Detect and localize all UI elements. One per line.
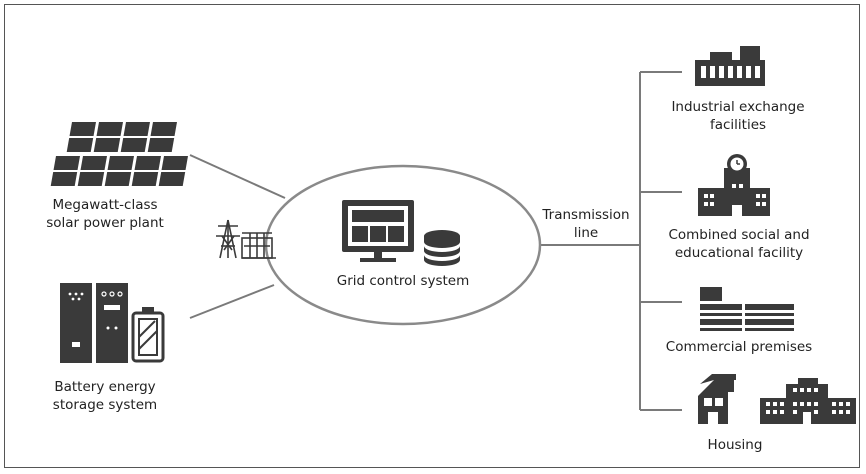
housing-label-text: Housing — [707, 437, 763, 453]
monitor-icon — [342, 200, 414, 262]
battery-label-line2: storage system — [52, 397, 158, 413]
transmission-label-line1: Transmission — [542, 207, 630, 223]
commercial-label-text: Commercial premises — [665, 339, 813, 355]
industrial-label: Industrial exchange facilities — [648, 98, 828, 134]
school-icon — [698, 154, 770, 216]
industrial-label-line2: facilities — [709, 117, 767, 133]
combined-facility-label-line2: educational facility — [674, 245, 804, 261]
solar-label: Megawatt-class solar power plant — [20, 196, 190, 232]
commercial-building-icon — [700, 287, 794, 331]
house-icon — [698, 374, 736, 424]
battery-connector — [189, 284, 275, 319]
solar-panel-icon — [50, 122, 188, 186]
factory-icon — [695, 46, 765, 86]
battery-storage-icon — [60, 283, 165, 363]
commercial-label: Commercial premises — [644, 338, 834, 356]
solar-label-line2: solar power plant — [46, 215, 164, 231]
solar-connector — [189, 154, 286, 199]
grid-control-label-text: Grid control system — [336, 273, 470, 289]
transmission-label-line2: line — [573, 225, 599, 241]
connector-lines — [189, 71, 682, 411]
housing-label: Housing — [680, 436, 790, 454]
substation-icon — [241, 232, 276, 259]
transmission-label: Transmission line — [528, 206, 644, 242]
apartment-icon — [760, 378, 856, 424]
solar-label-line1: Megawatt-class — [52, 197, 158, 213]
battery-label: Battery energy storage system — [20, 378, 190, 414]
industrial-label-line1: Industrial exchange — [671, 99, 805, 115]
database-icon — [424, 230, 460, 266]
transmission-tower-icon — [216, 219, 240, 259]
grid-control-label: Grid control system — [313, 272, 493, 290]
diagram-frame — [4, 4, 860, 468]
battery-label-line1: Battery energy — [54, 379, 156, 395]
combined-facility-label: Combined social and educational facility — [644, 226, 834, 262]
combined-facility-label-line1: Combined social and — [668, 227, 810, 243]
